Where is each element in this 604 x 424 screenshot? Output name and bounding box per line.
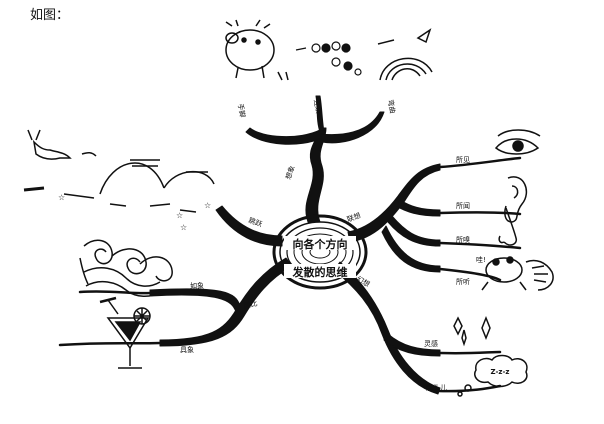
leaf-label-seen: 所见 bbox=[456, 155, 470, 164]
svg-text:☆: ☆ bbox=[180, 223, 187, 232]
leaf-label-listened: 所听 bbox=[456, 277, 470, 286]
bubble-text: Z-z-z bbox=[491, 368, 510, 376]
branch-label-association: 联想 bbox=[346, 211, 362, 224]
chain-illustration bbox=[296, 42, 361, 75]
leaf-label-curved: 弯曲 bbox=[386, 99, 397, 114]
hippo-illustration bbox=[226, 20, 288, 80]
center-title-line1: 向各个方向 bbox=[293, 237, 348, 251]
rainbow-illustration bbox=[378, 30, 432, 80]
center-title-line2: 发散的思维 bbox=[292, 265, 348, 279]
frog-illustration bbox=[482, 257, 526, 290]
leaf-label-hands-feet: 手脚 bbox=[236, 103, 247, 118]
leaf-label-concrete: 具象 bbox=[180, 345, 194, 354]
leaf-label-like-image: 如象 bbox=[190, 281, 204, 290]
svg-text:☆: ☆ bbox=[58, 193, 65, 202]
swirl-illustration bbox=[80, 240, 172, 296]
hand-illustration bbox=[526, 260, 553, 290]
frog-exclamation: 哇! bbox=[476, 255, 486, 264]
leaf-label-heard: 所闻 bbox=[456, 201, 470, 210]
rabbit-illustration bbox=[24, 130, 96, 190]
leaf-label-smelled: 所嗅 bbox=[456, 235, 470, 244]
eye-illustration bbox=[496, 130, 540, 154]
branch-label-jump: 跳跃 bbox=[247, 215, 263, 228]
leaf-label-idea: 念头儿 bbox=[426, 383, 447, 392]
sparkles-illustration bbox=[454, 318, 490, 344]
leap-arcs bbox=[64, 160, 214, 212]
leaf-label-continuous: 连续 bbox=[312, 99, 323, 114]
stars-decoration: ☆ ☆ ☆ ☆ bbox=[58, 193, 211, 232]
leaf-label-inspiration: 灵感 bbox=[424, 339, 438, 348]
svg-text:☆: ☆ bbox=[176, 211, 183, 220]
branch-label-imagine: 想象 bbox=[283, 164, 296, 180]
svg-text:☆: ☆ bbox=[204, 201, 211, 210]
cocktail-illustration bbox=[100, 298, 150, 368]
